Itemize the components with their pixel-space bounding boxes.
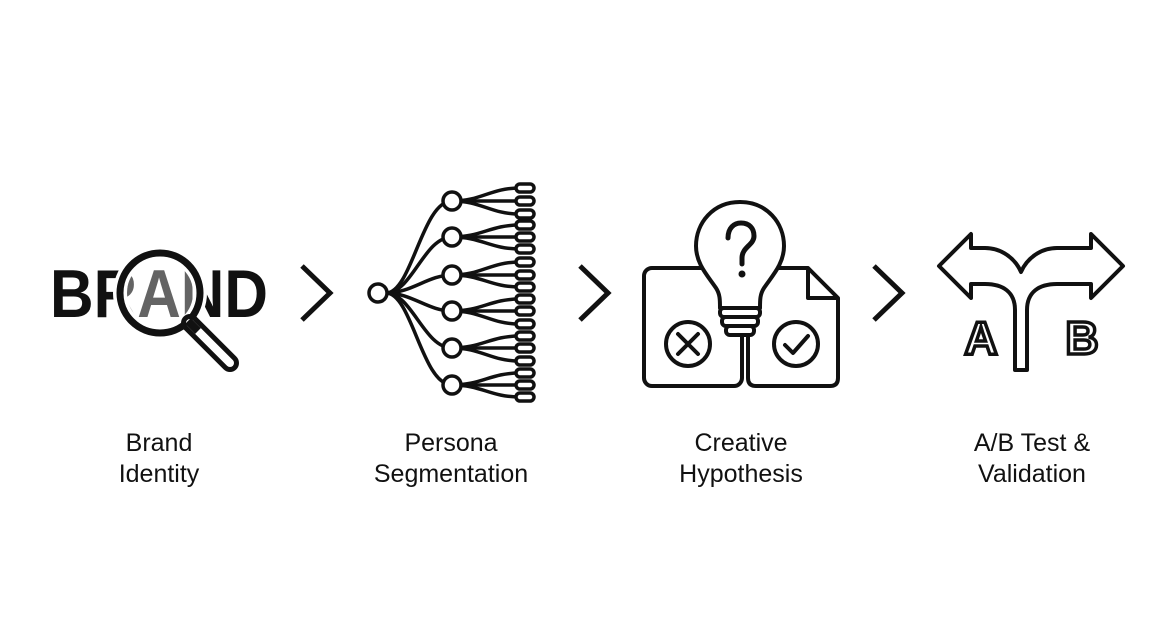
chevron-right-icon xyxy=(578,264,612,322)
brand-magnifier-icon: BRAND xyxy=(50,246,268,372)
step-label-brand-identity: Brand Identity xyxy=(39,428,279,490)
label-line: Brand xyxy=(125,429,193,457)
variant-a-letter: A xyxy=(964,312,997,364)
label-line: Identity xyxy=(118,460,200,488)
split-arrow-ab-icon: A B xyxy=(937,232,1125,372)
persona-tree-icon xyxy=(367,182,536,403)
chevron-right-icon xyxy=(872,264,906,322)
step-label-persona-segmentation: Persona Segmentation xyxy=(331,428,571,490)
lightbulb-documents-icon xyxy=(642,200,840,388)
variant-b-letter: B xyxy=(1065,312,1098,364)
brand-wordmark: BRAND xyxy=(50,256,268,332)
step-label-ab-test-validation: A/B Test & Validation xyxy=(912,428,1152,490)
label-line: A/B Test & xyxy=(973,429,1091,457)
step-label-creative-hypothesis: Creative Hypothesis xyxy=(621,428,861,490)
label-line: Hypothesis xyxy=(679,460,803,488)
label-line: Creative xyxy=(694,429,788,457)
label-line: Persona xyxy=(404,429,498,457)
check-icon xyxy=(772,320,820,368)
label-line: Segmentation xyxy=(373,460,529,488)
label-line: Validation xyxy=(978,460,1086,488)
chevron-right-icon xyxy=(300,264,334,322)
